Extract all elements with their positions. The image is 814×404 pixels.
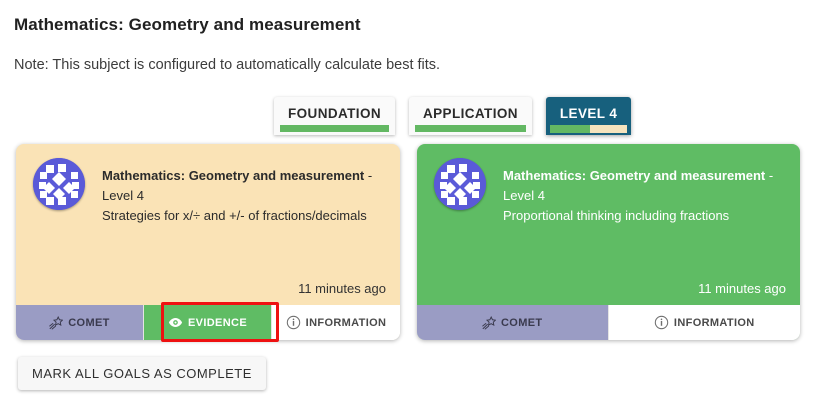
progress-green-segment (415, 125, 526, 132)
note-text: Note: This subject is configured to auto… (14, 57, 441, 73)
tab-foundation-progress (280, 125, 389, 132)
goal-timestamp: 11 minutes ago (698, 281, 786, 296)
progress-tan-segment (590, 125, 628, 133)
math-pattern-icon (434, 158, 486, 210)
information-button[interactable]: INFORMATION (272, 305, 400, 340)
level-tabs: FOUNDATION APPLICATION LEVEL 4 (274, 97, 645, 135)
card-footer: COMET INFORMATION (417, 305, 800, 340)
mark-all-goals-complete-label: MARK ALL GOALS AS COMPLETE (32, 366, 252, 381)
info-circle-icon (286, 315, 301, 330)
evidence-button-label: EVIDENCE (187, 316, 248, 329)
comet-icon (482, 315, 496, 330)
math-pattern-icon (33, 158, 85, 210)
goal-level: - Level 4 (503, 168, 774, 204)
progress-green-segment (549, 125, 591, 133)
information-button-label: INFORMATION (305, 316, 387, 329)
comet-button-label: COMET (501, 316, 543, 329)
page-title: Mathematics: Geometry and measurement (14, 15, 361, 34)
goal-title: Mathematics: Geometry and measurement (102, 168, 365, 183)
goal-description: Proportional thinking including fraction… (503, 207, 730, 223)
evidence-button[interactable]: EVIDENCE (144, 305, 272, 340)
tab-application-progress (415, 125, 526, 132)
tab-foundation[interactable]: FOUNDATION (274, 97, 395, 135)
comet-button[interactable]: COMET (16, 305, 144, 340)
goal-card-strategies[interactable]: Mathematics: Geometry and measurement - … (16, 144, 400, 340)
goal-description: Strategies for x/÷ and +/- of fractions/… (102, 207, 367, 223)
tab-application[interactable]: APPLICATION (409, 97, 532, 135)
comet-icon (49, 315, 64, 330)
tab-application-label: APPLICATION (423, 105, 518, 121)
tab-foundation-label: FOUNDATION (288, 105, 381, 121)
goal-title: Mathematics: Geometry and measurement (503, 168, 766, 183)
goal-text: Mathematics: Geometry and measurement - … (503, 156, 786, 224)
information-button-label: INFORMATION (673, 316, 755, 329)
goal-text: Mathematics: Geometry and measurement - … (102, 156, 386, 224)
eye-icon (168, 315, 183, 330)
mark-all-goals-complete-button[interactable]: MARK ALL GOALS AS COMPLETE (18, 357, 266, 390)
tab-level-4-progress (549, 125, 628, 133)
info-circle-icon (654, 315, 669, 330)
card-body: Mathematics: Geometry and measurement - … (16, 144, 400, 305)
progress-green-segment (280, 125, 389, 132)
goal-timestamp: 11 minutes ago (298, 281, 386, 296)
goal-level: - Level 4 (102, 168, 373, 204)
card-body: Mathematics: Geometry and measurement - … (417, 144, 800, 305)
information-button[interactable]: INFORMATION (608, 305, 800, 340)
comet-button-label: COMET (68, 316, 110, 329)
comet-button[interactable]: COMET (417, 305, 609, 340)
tab-level-4[interactable]: LEVEL 4 (545, 97, 632, 135)
card-footer: COMET EVIDENCE (16, 305, 400, 340)
tab-level-4-label: LEVEL 4 (559, 105, 618, 121)
goal-card-proportional[interactable]: Mathematics: Geometry and measurement - … (417, 144, 800, 340)
